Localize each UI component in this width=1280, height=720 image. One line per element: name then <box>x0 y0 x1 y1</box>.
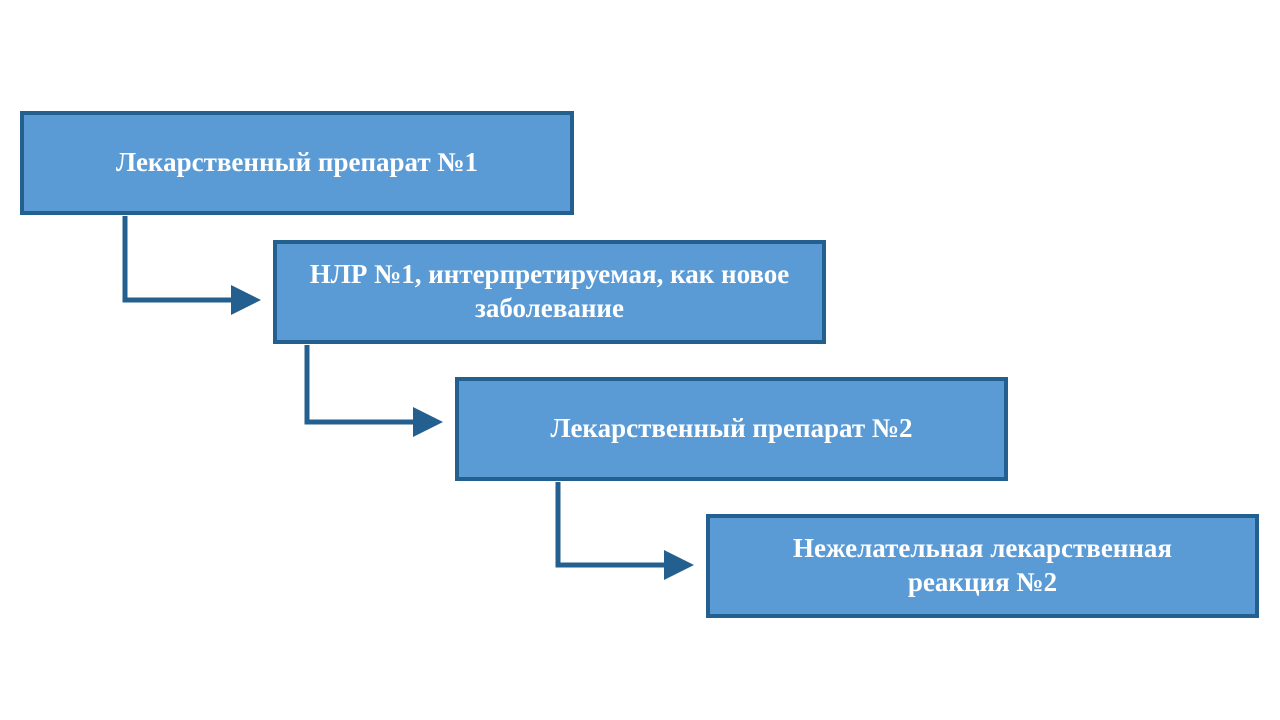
box-adr-2: Нежелательная лекарственная реакция №2 <box>706 514 1259 618</box>
box-drug-1-label: Лекарственный препарат №1 <box>116 147 478 178</box>
connector-arrow-1 <box>122 216 261 315</box>
box-drug-2-label: Лекарственный препарат №2 <box>550 413 913 444</box>
box-drug-1: Лекарственный препарат №1 <box>20 111 574 215</box>
connector-arrow-3 <box>555 482 694 580</box>
connector-arrow-2 <box>304 345 443 437</box>
box-adr-2-label: Нежелательная лекарственная реакция №2 <box>792 533 1173 597</box>
box-drug-2: Лекарственный препарат №2 <box>455 377 1008 481</box>
box-adr-1: НЛР №1, интерпретируемая, как новое забо… <box>273 240 826 344</box>
box-adr-1-label: НЛР №1, интерпретируемая, как новое забо… <box>309 259 790 323</box>
